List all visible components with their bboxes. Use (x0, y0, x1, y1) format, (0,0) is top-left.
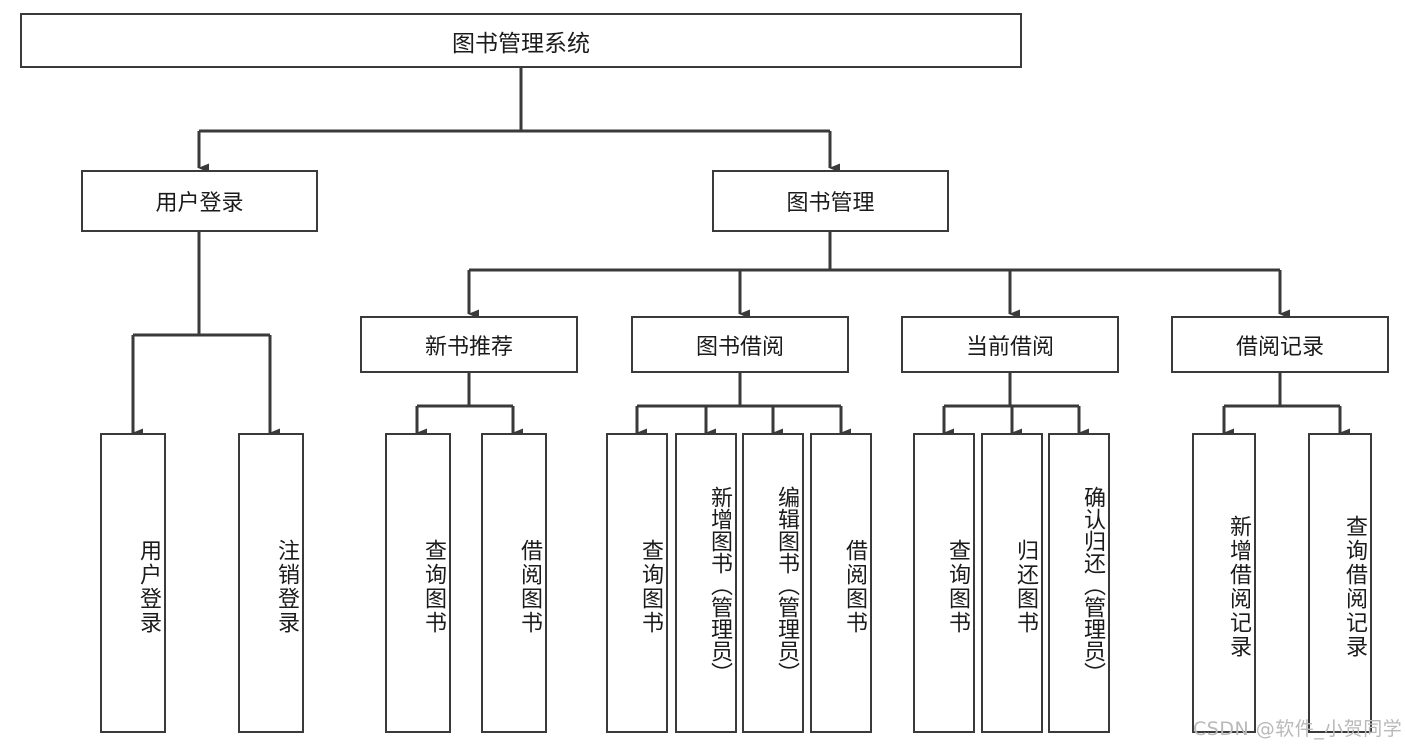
node-borrow-records[interactable]: 借阅记录 (1171, 316, 1389, 373)
leaf-confirm-return-admin[interactable]: 确认归还（管理员） (1048, 433, 1110, 733)
leaf-borrow-book-recommend-label: 借阅图书 (517, 539, 542, 635)
leaf-add-book-admin-label: 新增图书（管理员） (707, 486, 732, 684)
leaf-query-borrow-record[interactable]: 查询借阅记录 (1308, 433, 1372, 733)
leaf-query-book-borrow[interactable]: 查询图书 (606, 433, 668, 733)
leaf-query-borrow-record-label: 查询借阅记录 (1342, 515, 1367, 659)
leaf-query-book-borrow-label: 查询图书 (638, 539, 663, 635)
leaf-add-borrow-record[interactable]: 新增借阅记录 (1192, 433, 1256, 733)
leaf-confirm-return-admin-label: 确认归还（管理员） (1080, 486, 1105, 684)
leaf-query-book-current[interactable]: 查询图书 (913, 433, 975, 733)
leaf-return-book[interactable]: 归还图书 (981, 433, 1043, 733)
node-book-management-label: 图书管理 (786, 191, 875, 216)
leaf-user-login-label: 用户登录 (136, 539, 161, 635)
leaf-borrow-book[interactable]: 借阅图书 (810, 433, 872, 733)
leaf-edit-book-admin[interactable]: 编辑图书（管理员） (742, 433, 804, 733)
leaf-logout[interactable]: 注销登录 (238, 433, 304, 733)
node-borrow-records-label: 借阅记录 (1235, 334, 1324, 360)
node-user-login[interactable]: 用户登录 (81, 170, 318, 232)
leaf-edit-book-admin-label: 编辑图书（管理员） (774, 486, 799, 684)
node-new-book-recommend-label: 新书推荐 (424, 334, 513, 360)
node-new-book-recommend[interactable]: 新书推荐 (360, 316, 578, 373)
leaf-query-book-recommend[interactable]: 查询图书 (385, 433, 451, 733)
node-root-label: 图书管理系统 (452, 30, 590, 57)
leaf-borrow-book-recommend[interactable]: 借阅图书 (481, 433, 547, 733)
leaf-add-borrow-record-label: 新增借阅记录 (1226, 515, 1251, 659)
leaf-user-login[interactable]: 用户登录 (100, 433, 166, 733)
node-current-borrow[interactable]: 当前借阅 (901, 316, 1119, 373)
node-root-system[interactable]: 图书管理系统 (20, 13, 1022, 68)
leaf-add-book-admin[interactable]: 新增图书（管理员） (675, 433, 737, 733)
node-user-login-label: 用户登录 (155, 191, 244, 216)
leaf-query-book-current-label: 查询图书 (945, 539, 970, 635)
csdn-watermark: CSDN @软件_小贺同学 (1193, 718, 1403, 740)
leaf-return-book-label: 归还图书 (1013, 539, 1038, 635)
node-book-management[interactable]: 图书管理 (712, 170, 949, 232)
leaf-query-book-recommend-label: 查询图书 (421, 539, 446, 635)
leaf-logout-label: 注销登录 (274, 539, 299, 635)
node-current-borrow-label: 当前借阅 (965, 334, 1054, 360)
leaf-borrow-book-label: 借阅图书 (842, 539, 867, 635)
node-book-borrow-label: 图书借阅 (695, 334, 784, 360)
node-book-borrow[interactable]: 图书借阅 (631, 316, 849, 373)
